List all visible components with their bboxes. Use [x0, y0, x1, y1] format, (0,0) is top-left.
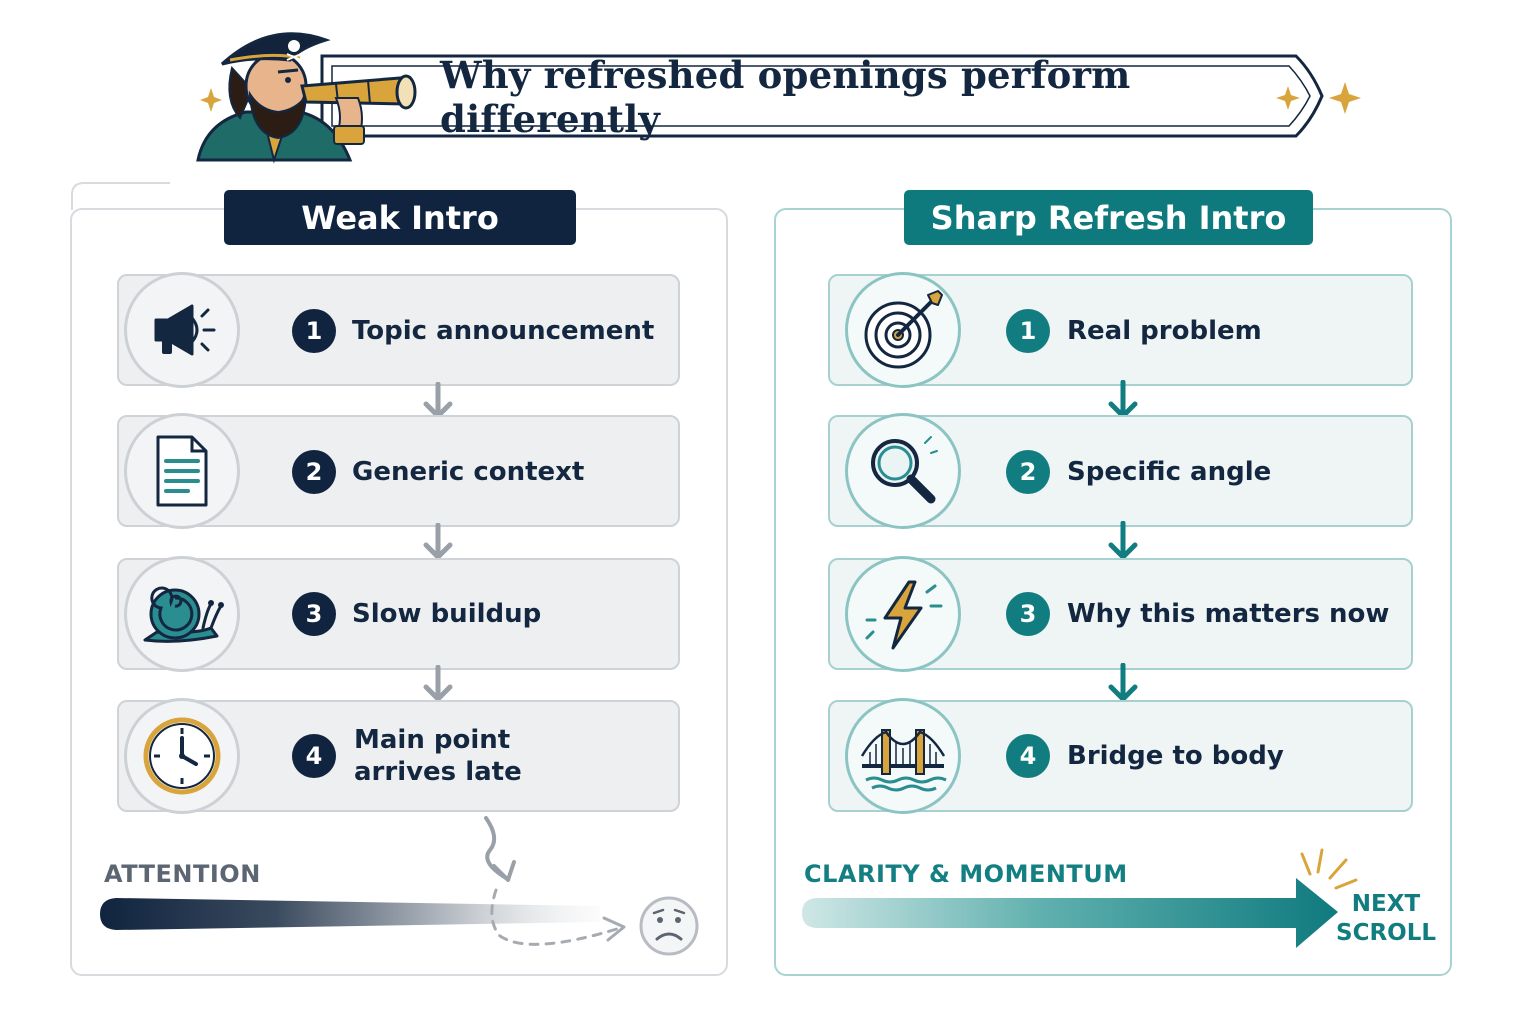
weak-step-label-2: Generic context	[352, 457, 585, 487]
down-arrow-icon	[423, 665, 453, 702]
weak-step-number-2: 2	[292, 450, 336, 494]
page-title: Why refreshed openings perform different…	[440, 53, 1131, 141]
magnifier-icon	[845, 413, 961, 529]
target-icon	[845, 272, 961, 388]
weak-step-number-4: 4	[292, 734, 336, 778]
weak-step-label-4-line2: arrives late	[354, 757, 522, 787]
weak-step-label-4: Main point arrives late	[354, 716, 674, 796]
next-scroll-line1: NEXT	[1351, 891, 1421, 917]
document-icon	[124, 413, 240, 529]
sharp-intro-title: Sharp Refresh Intro	[904, 190, 1313, 245]
clock-icon	[124, 698, 240, 814]
sharp-step-label-1: Real problem	[1067, 316, 1262, 346]
weak-step-number-3: 3	[292, 592, 336, 636]
clarity-momentum-label: CLARITY & MOMENTUM	[804, 860, 1128, 888]
sharp-step-number-2: 2	[1006, 450, 1050, 494]
sharp-step-number-3: 3	[1006, 592, 1050, 636]
weak-step-label-4-line1: Main point	[354, 725, 511, 755]
down-arrow-icon	[1108, 663, 1138, 702]
lightning-icon	[845, 556, 961, 672]
header-banner	[196, 32, 1361, 164]
sharp-step-number-4: 4	[1006, 734, 1050, 778]
down-arrow-icon	[423, 523, 453, 560]
sharp-step-label-2: Specific angle	[1067, 457, 1272, 487]
sharp-step-label-3: Why this matters now	[1067, 599, 1390, 629]
weak-step-label-3: Slow buildup	[352, 599, 542, 629]
sharp-step-label-4: Bridge to body	[1067, 741, 1284, 771]
bridge-icon	[845, 698, 961, 814]
sad-face-icon	[639, 896, 699, 956]
down-arrow-icon	[1108, 521, 1138, 560]
weak-step-number-1: 1	[292, 309, 336, 353]
next-scroll-line2: SCROLL	[1336, 920, 1437, 946]
snail-icon	[124, 556, 240, 672]
pirate-mascot-icon	[196, 32, 417, 164]
megaphone-icon	[124, 272, 240, 388]
weak-step-label-1: Topic announcement	[352, 316, 655, 346]
next-scroll-label: NEXT SCROLL	[1336, 890, 1436, 948]
attention-label: ATTENTION	[104, 860, 261, 888]
weak-intro-title: Weak Intro	[224, 190, 576, 245]
sparkle-icon	[200, 82, 1361, 114]
sharp-step-number-1: 1	[1006, 309, 1050, 353]
